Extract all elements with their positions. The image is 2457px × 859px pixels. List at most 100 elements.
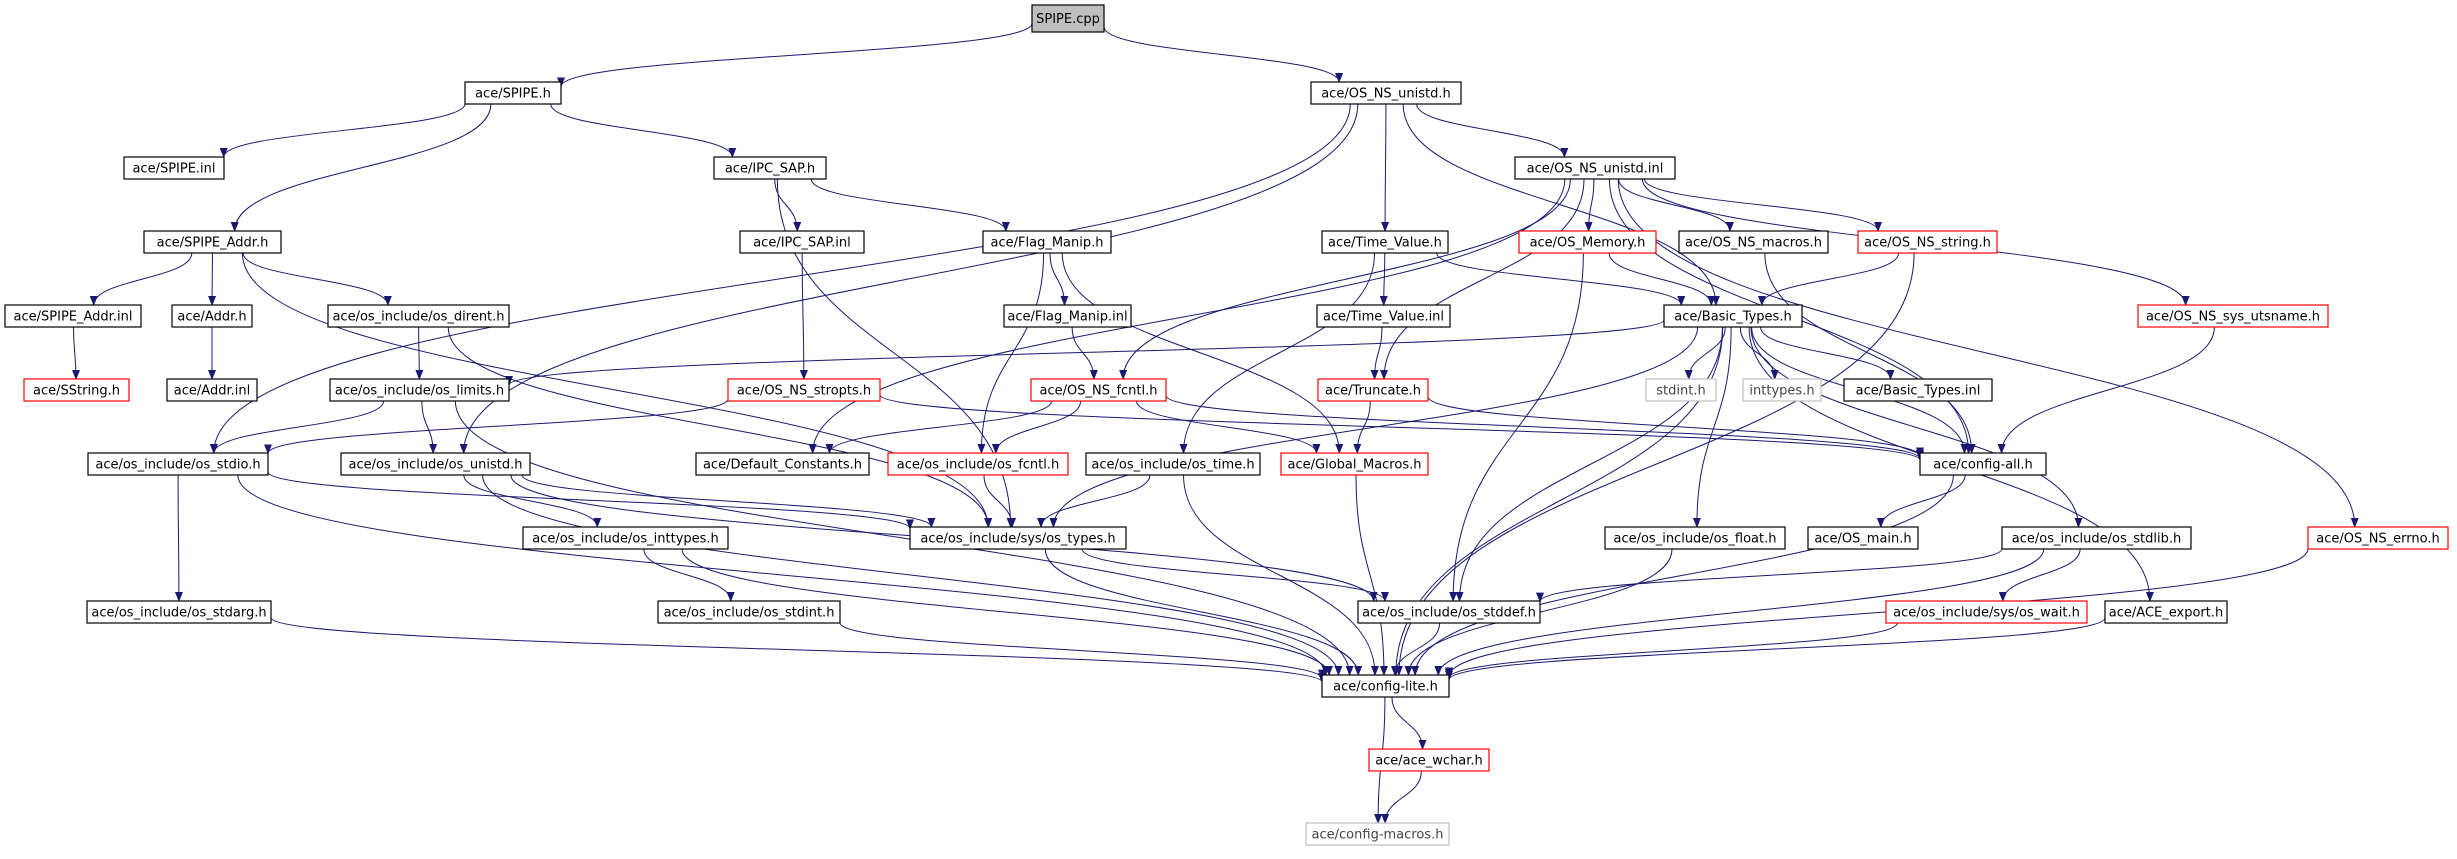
node-ace-ace-export-h[interactable]: ace/ACE_export.h: [2104, 600, 2228, 624]
edge-ace-os-ns-fcntl-h-to-os-fcntl-h: [991, 400, 1082, 454]
edge-sys-os-types-h-to-ace-config-lite-h: [1044, 548, 1363, 676]
node-label: ace/ACE_export.h: [2109, 606, 2223, 621]
node-ace-ipc-sap-h[interactable]: ace/IPC_SAP.h: [713, 156, 827, 180]
node-ace-os-memory-h[interactable]: ace/OS_Memory.h: [1518, 230, 1657, 254]
edge-ace-os-memory-h-to-os-stddef-h: [1449, 252, 1584, 602]
edge-ace-basic-types-h-to-os-stdlib-h: [1750, 326, 2083, 528]
node-ace-basic-types-h[interactable]: ace/Basic_Types.h: [1663, 304, 1803, 328]
edge-sys-os-types-h-to-os-stddef-h: [1081, 548, 1389, 602]
node-ace-global-macros-h[interactable]: ace/Global_Macros.h: [1280, 452, 1429, 476]
node-box: [1919, 452, 2047, 476]
node-os-float-h[interactable]: ace/os_include/os_float.h: [1604, 526, 1786, 550]
node-ace-flag-manip-h[interactable]: ace/Flag_Manip.h: [982, 230, 1112, 254]
edge-ace-os-ns-unistd-inl-to-ace-os-ns-errno-h: [1617, 178, 2359, 528]
edge-os-limits-h-to-os-stdio-h: [209, 400, 385, 454]
node-ace-ipc-sap-inl[interactable]: ace/IPC_SAP.inl: [739, 230, 865, 254]
node-sys-os-wait-h[interactable]: ace/os_include/sys/os_wait.h: [1885, 600, 2088, 624]
nodes-layer: SPIPE.cpp ace/SPIPE.h ace/OS_NS_unistd.hac…: [4, 4, 2449, 846]
edge-ace-truncate-h-to-ace-global-macros-h: [1353, 400, 1371, 454]
node-box: [1316, 304, 1451, 328]
node-ace-os-ns-errno-h[interactable]: ace/OS_NS_errno.h: [2307, 526, 2449, 550]
edge-ace-ace-export-h-to-ace-config-lite-h: [1445, 617, 2106, 681]
node-box: [171, 304, 253, 328]
node-label: ace/os_include/os_stdarg.h: [91, 606, 266, 621]
node-ace-os-ns-unistd-h[interactable]: ace/OS_NS_unistd.h: [1310, 81, 1462, 105]
edge-ace-spipe-addr-inl-to-ace-sstring-h: [71, 326, 80, 380]
node-ace-flag-manip-inl[interactable]: ace/Flag_Manip.inl: [1003, 304, 1132, 328]
node-spipe-cpp[interactable]: SPIPE.cpp: [1031, 4, 1105, 33]
node-box: [727, 378, 881, 402]
node-ace-spipe-h[interactable]: ace/SPIPE.h: [464, 81, 562, 105]
node-ace-config-lite-h[interactable]: ace/config-lite.h: [1321, 674, 1450, 698]
node-ace-os-ns-unistd-inl[interactable]: ace/OS_NS_unistd.inl: [1514, 156, 1676, 180]
edge-os-unistd-h-to-ace-config-lite-h: [482, 474, 1343, 676]
node-ace-config-all-h[interactable]: ace/config-all.h: [1919, 452, 2047, 476]
node-ace-addr-h[interactable]: ace/Addr.h: [171, 304, 253, 328]
node-ace-time-value-h[interactable]: ace/Time_Value.h: [1321, 230, 1449, 254]
edge-ace-os-memory-h-to-ace-basic-types-h: [1608, 252, 1716, 306]
node-os-unistd-h[interactable]: ace/os_include/os_unistd.h: [340, 452, 531, 476]
node-box: [1317, 378, 1429, 402]
edge-ace-config-lite-h-to-ace-ace-wchar-h: [1391, 696, 1427, 750]
edge-ace-os-ns-unistd-inl-to-ace-os-ns-fcntl-h: [1119, 178, 1571, 380]
node-label: ace/config-lite.h: [1333, 680, 1438, 695]
edge-ace-basic-types-h-to-ace-basic-types-inl: [1760, 326, 1895, 380]
node-label: ace/os_include/sys/os_wait.h: [1893, 606, 2080, 621]
node-box: [1663, 304, 1803, 328]
node-ace-os-ns-stropts-h[interactable]: ace/OS_NS_stropts.h: [727, 378, 881, 402]
edge-ace-config-all-h-to-ace-os-main-h: [1876, 474, 1966, 528]
node-box: [1807, 526, 1919, 550]
node-label: ace/config-macros.h: [1312, 828, 1444, 843]
node-ace-sstring-h[interactable]: ace/SString.h: [23, 378, 130, 402]
node-ace-addr-inl[interactable]: ace/Addr.inl: [166, 378, 258, 402]
node-os-stdlib-h[interactable]: ace/os_include/os_stdlib.h: [2001, 526, 2192, 550]
node-stdint-h: stdint.h: [1645, 378, 1717, 402]
node-ace-os-main-h[interactable]: ace/OS_main.h: [1807, 526, 1919, 550]
node-label: ace/os_include/os_unistd.h: [348, 458, 522, 473]
node-os-inttypes-h[interactable]: ace/os_include/os_inttypes.h: [522, 526, 729, 550]
node-box: [123, 156, 225, 180]
edge-os-dirent-h-to-os-limits-h: [415, 326, 424, 380]
node-ace-truncate-h[interactable]: ace/Truncate.h: [1317, 378, 1429, 402]
node-box: [143, 230, 282, 254]
node-box: [86, 600, 272, 624]
node-box: [2104, 600, 2228, 624]
edge-ace-os-ns-fcntl-h-to-ace-default-constants-h: [825, 400, 1053, 454]
node-label: ace/OS_NS_sys_utsname.h: [2146, 310, 2320, 325]
node-box: [340, 452, 531, 476]
node-ace-os-ns-sys-utsname-h[interactable]: ace/OS_NS_sys_utsname.h: [2137, 304, 2329, 328]
node-os-dirent-h[interactable]: ace/os_include/os_dirent.h: [327, 304, 510, 328]
edge-ace-flag-manip-h-to-os-fcntl-h: [977, 252, 1045, 454]
node-os-stddef-h[interactable]: ace/os_include/os_stddef.h: [1357, 600, 1541, 624]
node-label: ace/Time_Value.inl: [1323, 310, 1444, 325]
node-ace-spipe-addr-inl[interactable]: ace/SPIPE_Addr.inl: [4, 304, 142, 328]
node-label: ace/os_include/os_time.h: [1091, 458, 1254, 473]
edge-ace-ipc-sap-inl-to-ace-os-ns-stropts-h: [799, 252, 808, 380]
node-ace-time-value-inl[interactable]: ace/Time_Value.inl: [1316, 304, 1451, 328]
edge-os-dirent-h-to-sys-os-types-h: [447, 326, 993, 528]
node-os-fcntl-h[interactable]: ace/os_include/os_fcntl.h: [887, 452, 1069, 476]
node-sys-os-types-h[interactable]: ace/os_include/sys/os_types.h: [909, 526, 1127, 550]
edge-ace-ipc-sap-h-to-ace-flag-manip-h: [810, 178, 1010, 232]
node-ace-os-ns-fcntl-h[interactable]: ace/OS_NS_fcntl.h: [1030, 378, 1167, 402]
node-os-stdarg-h[interactable]: ace/os_include/os_stdarg.h: [86, 600, 272, 624]
node-os-limits-h[interactable]: ace/os_include/os_limits.h: [329, 378, 510, 402]
node-box: [327, 304, 510, 328]
node-ace-spipe-addr-h[interactable]: ace/SPIPE_Addr.h: [143, 230, 282, 254]
node-ace-default-constants-h[interactable]: ace/Default_Constants.h: [695, 452, 870, 476]
node-box: [2137, 304, 2329, 328]
node-os-stdio-h[interactable]: ace/os_include/os_stdio.h: [87, 452, 269, 476]
node-os-time-h[interactable]: ace/os_include/os_time.h: [1085, 452, 1261, 476]
node-ace-basic-types-inl[interactable]: ace/Basic_Types.inl: [1843, 378, 1993, 402]
node-ace-ace-wchar-h[interactable]: ace/ace_wchar.h: [1368, 748, 1490, 772]
node-box: [1321, 674, 1450, 698]
node-ace-os-ns-macros-h[interactable]: ace/OS_NS_macros.h: [1678, 230, 1829, 254]
node-label: ace/Flag_Manip.inl: [1007, 310, 1127, 325]
node-ace-os-ns-string-h[interactable]: ace/OS_NS_string.h: [1857, 230, 1998, 254]
node-os-stdint-h[interactable]: ace/os_include/os_stdint.h: [657, 600, 841, 624]
node-label: ace/os_include/os_fcntl.h: [897, 458, 1059, 473]
node-label: ace/OS_NS_macros.h: [1685, 236, 1822, 251]
node-ace-spipe-inl[interactable]: ace/SPIPE.inl: [123, 156, 225, 180]
edge-os-unistd-h-to-os-inttypes-h: [463, 474, 602, 528]
